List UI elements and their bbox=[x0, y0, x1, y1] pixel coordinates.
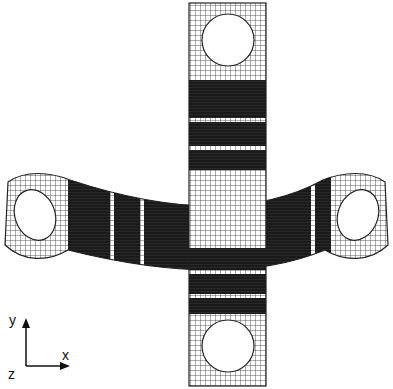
axis-label: x bbox=[62, 348, 69, 362]
axis-label: z bbox=[8, 367, 15, 381]
axis-label: y bbox=[9, 313, 16, 327]
axis-triad bbox=[22, 318, 70, 370]
